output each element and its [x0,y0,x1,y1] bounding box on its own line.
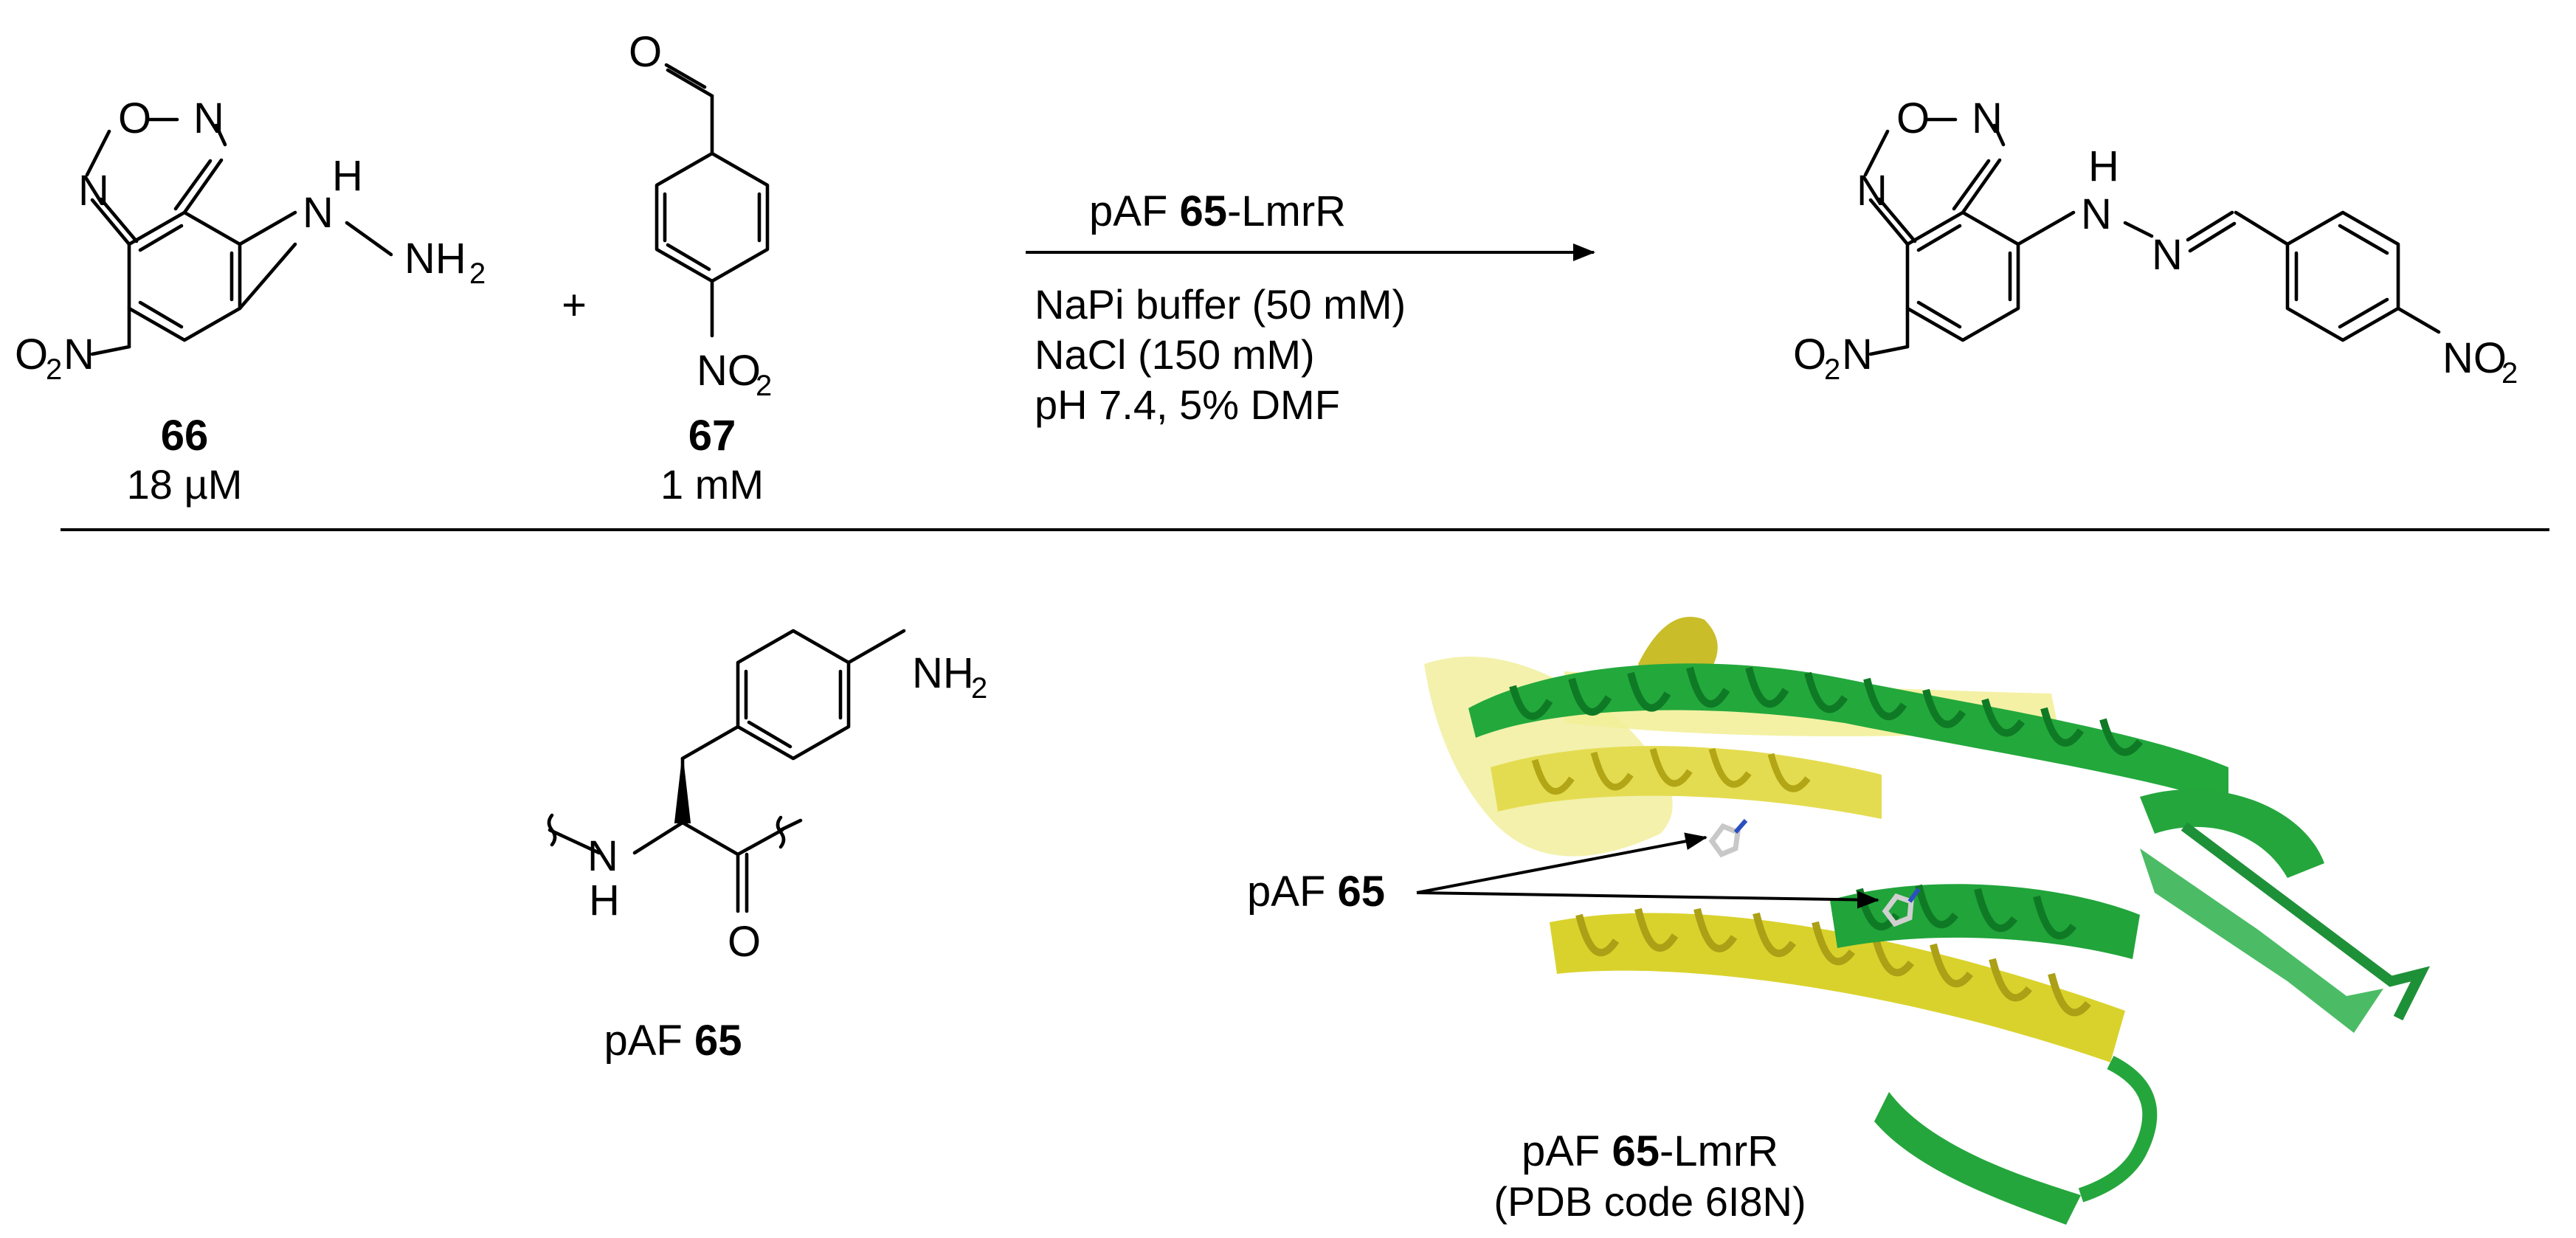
protein-pointer-label: pAF 65 [1247,868,1385,916]
paf-residue-sticks-2 [1882,888,1921,927]
product-atom-o: O [1896,94,1930,142]
condition-line-3: pH 7.4, 5% DMF [1035,381,1340,428]
paf-65-structure [547,629,906,913]
paf-atom-nh2: NH [912,649,974,697]
product-left-nitro-subscript: 2 [1824,353,1840,386]
catalyst-label: pAF 65-LmrR [1089,187,1346,235]
paf-65-label: pAF 65 [604,1017,742,1065]
compound-67-number: 67 [688,412,736,460]
condition-line-2: NaCl (150 mM) [1035,331,1315,378]
compound-66-nitro-o: O [15,331,48,378]
compound-67-atom-no: NO [697,347,761,395]
plus-sign: + [562,281,587,329]
compound-67-concentration: 1 mM [660,461,764,508]
paf-atom-o: O [728,918,761,966]
product-nitro-subscript: 2 [2501,357,2518,390]
paf-atom-h: H [589,876,620,924]
compound-66-atom-n: N [303,189,334,237]
condition-line-1: NaPi buffer (50 mM) [1035,281,1406,328]
pointer-arrow-1 [1416,832,1707,894]
product-atom-n1: N [2081,190,2112,238]
compound-66-atom-nh: NH [404,235,466,283]
compound-66-number: 66 [161,412,209,460]
compound-66-structure [85,117,393,349]
compound-66-nitro-subscript: 2 [46,353,62,386]
product-atom-n2: N [2152,231,2183,279]
product-left-nitro-n: N [1842,331,1873,378]
compound-66-atom-n-left: N [78,167,109,215]
compound-66-atom-h: H [332,152,363,200]
compound-67-structure [655,63,770,338]
product-left-nitro-o: O [1793,331,1826,378]
product-atom-n-top: N [1972,94,2003,142]
compound-66-atom-o: O [118,94,151,142]
product-atom-h: H [2088,142,2119,190]
compound-66-concentration: 18 µM [127,461,243,508]
yellow-lower-helix [1550,907,2125,1062]
compound-66-atom-n-top: N [193,94,224,142]
compound-67-atom-o: O [629,28,662,76]
green-upper-helix [1468,663,2228,804]
protein-cartoon [1424,617,2431,1225]
product-atom-n-left: N [1857,167,1888,215]
compound-67-subscript-2: 2 [756,370,772,402]
product-nitro-no: NO [2442,334,2507,382]
paf-atom-nh2-subscript: 2 [971,672,987,705]
paf-residue-sticks-1 [1708,819,1748,858]
paf-atom-n: N [587,832,618,880]
compound-66-subscript-2: 2 [469,257,486,290]
compound-66-nitro-n: N [63,331,94,378]
pointer-arrow-2 [1416,891,1879,909]
yellow-middle-helix [1491,746,1882,819]
protein-caption-line-1: pAF 65-LmrR [1522,1127,1778,1175]
product-structure [1863,117,2441,356]
protein-caption-line-2: (PDB code 6I8N) [1494,1178,1806,1225]
